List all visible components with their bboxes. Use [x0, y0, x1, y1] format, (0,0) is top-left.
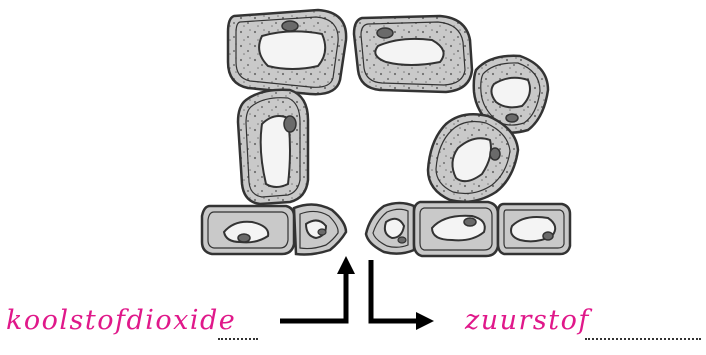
carbon-dioxide-label: koolstofdioxide: [6, 305, 236, 336]
cell-middle-right: [428, 114, 518, 202]
arrow-right-icon: [371, 260, 434, 330]
cell-middle-left: [238, 90, 308, 204]
answer-line-right: [585, 338, 701, 340]
cell-bottom-right-2: [498, 204, 570, 254]
answer-line-left: [218, 338, 258, 340]
oxygen-label: zuurstof: [465, 305, 590, 336]
cell-bottom-left: [202, 206, 294, 254]
arrow-up-icon: [280, 256, 355, 321]
guard-cell-left: [294, 204, 346, 254]
cell-top-left: [228, 10, 346, 94]
cell-bottom-right-1: [414, 202, 498, 256]
guard-cell-right: [366, 203, 414, 254]
cell-top-middle: [354, 16, 472, 92]
